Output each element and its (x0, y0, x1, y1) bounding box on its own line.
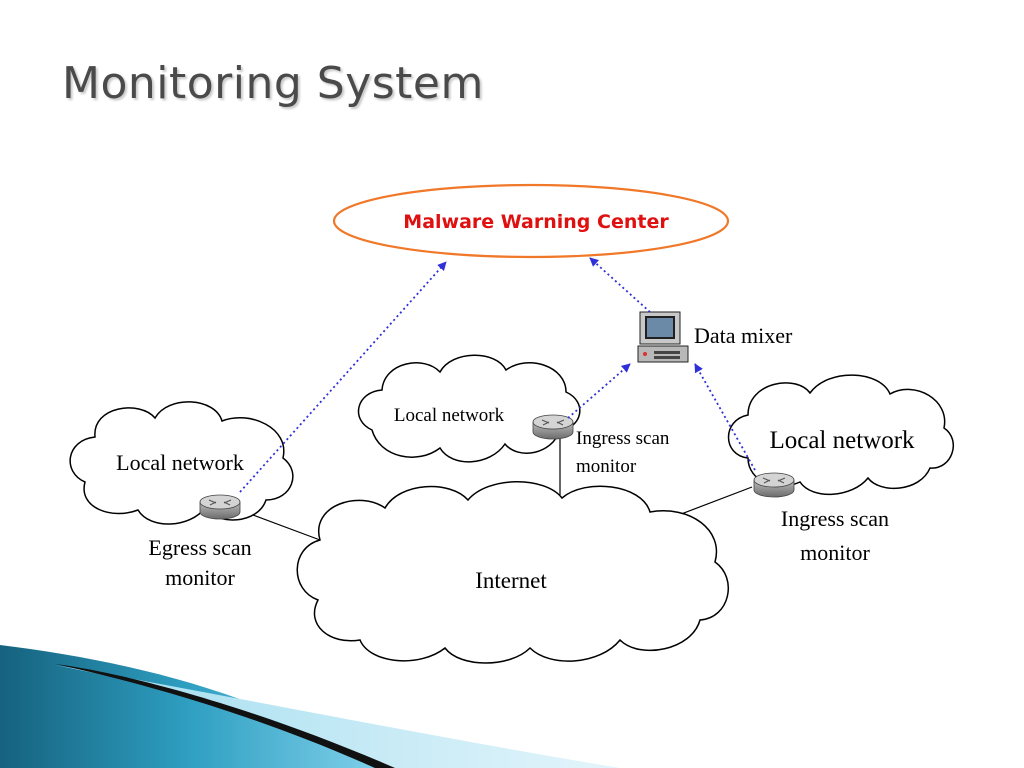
link-egress-internet (244, 511, 321, 541)
arrow-right-to-mixer (694, 363, 756, 471)
ingress-middle-label-line1: Ingress scan (576, 428, 670, 449)
cloud-internet (296, 481, 730, 664)
cloud-left (69, 401, 294, 525)
ingress-right-label-line2: monitor (800, 540, 870, 565)
internet-label: Internet (475, 568, 547, 593)
slide-title: Monitoring System (62, 58, 484, 109)
cloud-left-label: Local network (116, 450, 244, 475)
warning-center-ellipse (332, 183, 730, 259)
cloud-middle-label: Local network (394, 405, 505, 426)
ingress-right-label-line1: Ingress scan (781, 506, 889, 531)
data-mixer-label: Data mixer (694, 323, 793, 348)
egress-monitor-label-line2: monitor (165, 565, 235, 590)
cloud-middle (357, 354, 581, 463)
egress-monitor-label-line1: Egress scan (148, 535, 251, 560)
malware-warning-center: Malware Warning Center (332, 183, 730, 259)
ingress-middle-router-icon (532, 414, 574, 440)
cloud-right-label: Local network (769, 427, 915, 454)
decorative-swoosh (0, 645, 620, 768)
computer-icon (637, 311, 689, 363)
warning-center-label: Malware Warning Center (403, 211, 669, 233)
ingress-middle-label-line2: monitor (576, 456, 637, 477)
arrow-egress-to-center (239, 261, 447, 493)
arrow-middle-to-mixer (567, 363, 631, 419)
cloud-right (727, 374, 955, 495)
ingress-right-router-icon (753, 472, 795, 498)
egress-router-icon (199, 494, 241, 520)
arrow-mixer-to-center (589, 257, 651, 313)
